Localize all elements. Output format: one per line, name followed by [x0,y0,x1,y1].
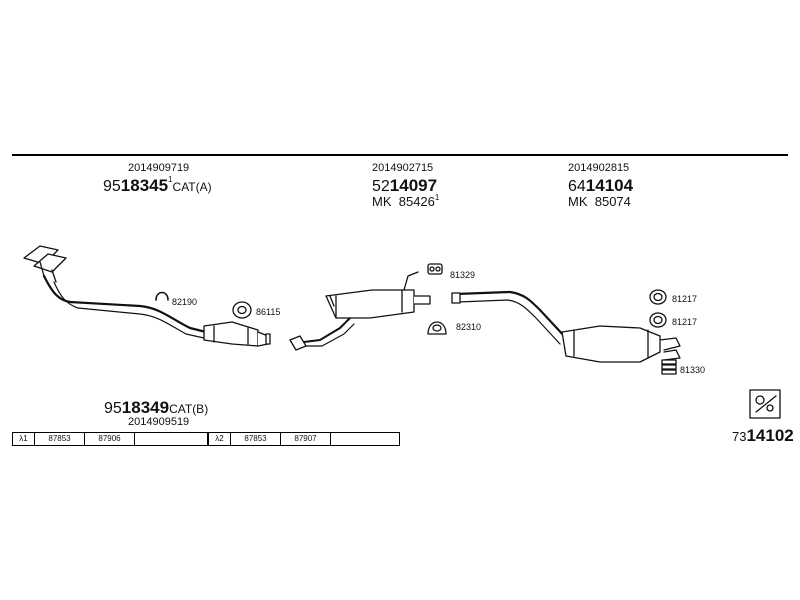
part-label-81329: 81329 [450,270,476,280]
group3-mk: MK 85074 [568,194,631,209]
center-flange-icon [289,335,307,351]
group1-suffix: CAT(A) [172,180,212,194]
lambda-cell [331,433,399,445]
lambda-cell: 87853 [35,433,85,445]
lambda-cell: 87906 [85,433,135,445]
group2-mk-num: 85426 [398,194,435,209]
hanger-icon [427,263,443,275]
lower-prefix: 95 [104,400,122,417]
group2-ref: 2014902715 [372,162,434,174]
group2-mk-sup: 1 [434,193,440,202]
manifold-flange-icon [23,245,67,283]
mount-icon [661,359,677,375]
catalytic-converter-icon [203,321,271,347]
lambda-cell [135,433,207,445]
front-pipe [42,274,208,334]
group3-number: 6414104 [568,176,633,196]
group2-mk: MK 854261 [372,193,440,209]
part-label-81217-a: 81217 [672,294,698,304]
footer-prefix: 73 [732,429,747,444]
lambda-label: λ2 [209,433,231,445]
part-label-82310: 82310 [456,322,482,332]
group3-main: 14104 [585,176,634,195]
group2-prefix: 52 [372,178,390,195]
lambda-cell: 87907 [281,433,331,445]
part-label-81330: 81330 [680,365,706,375]
lower-suffix: CAT(B) [169,402,209,416]
group3-mk-prefix: MK [568,194,588,209]
rear-silencer-icon [561,325,681,363]
header-rule [12,154,788,156]
footer-number: 7314102 [732,426,794,446]
group1-ref: 2014909719 [128,162,190,174]
lambda-label: λ1 [13,433,35,445]
mounting-kit-icon [749,389,781,419]
lambda-row-1: λ1 87853 87906 [12,432,208,446]
group2-number: 5214097 [372,176,437,196]
middle-silencer-icon [325,289,415,319]
part-label-81217-b: 81217 [672,317,698,327]
group2-main: 14097 [389,176,438,195]
rear-pipe [454,290,568,340]
group1-sup: 1 [168,175,173,184]
footer-main: 14102 [746,426,794,445]
lower-ref: 2014909519 [128,416,190,428]
group1-main: 18345 [120,176,169,195]
group3-prefix: 64 [568,178,586,195]
group3-mk-num: 85074 [594,194,631,209]
lambda-cell: 87853 [231,433,281,445]
part-label-86115: 86115 [256,307,281,317]
lower-main: 18349 [121,398,170,417]
lambda-row-2: λ2 87853 87907 [208,432,400,446]
group1-prefix: 95 [103,178,121,195]
clamp-icon-82310 [427,321,447,335]
group3-ref: 2014902815 [568,162,630,174]
part-label-82190: 82190 [172,297,198,307]
group1-number: 95183451CAT(A) [103,175,212,196]
clamp-icon [155,291,169,301]
group2-mk-prefix: MK [372,194,392,209]
lower-number: 9518349CAT(B) [104,398,208,418]
